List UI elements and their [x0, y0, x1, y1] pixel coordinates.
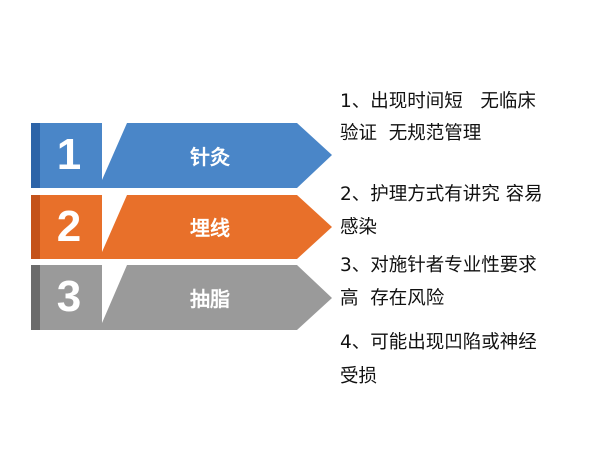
step-3-label: 抽脂 [190, 287, 230, 311]
note-3-line-2: 高 存在风险 [340, 288, 445, 309]
note-4-line-2: 受损 [340, 366, 378, 387]
note-1-line-1: 1、出现时间短 无临床 [340, 91, 536, 112]
step-3-number: 3 [56, 272, 82, 321]
step-2-shape [31, 195, 332, 259]
note-1-line-2: 验证 无规范管理 [340, 123, 482, 144]
note-2-line-1: 2、护理方式有讲究 容易 [340, 184, 543, 205]
note-4-line-1: 4、可能出现凹陷或神经 [340, 332, 537, 353]
step-1-number: 1 [56, 130, 82, 179]
step-1-label: 针灸 [190, 145, 230, 169]
step-3-shape [31, 265, 332, 330]
note-3-line-1: 3、对施针者专业性要求 [340, 255, 537, 276]
note-2-line-2: 感染 [340, 217, 378, 238]
step-1-shape [31, 123, 332, 188]
step-2-number: 2 [56, 202, 82, 251]
step-2-label: 埋线 [190, 216, 230, 240]
